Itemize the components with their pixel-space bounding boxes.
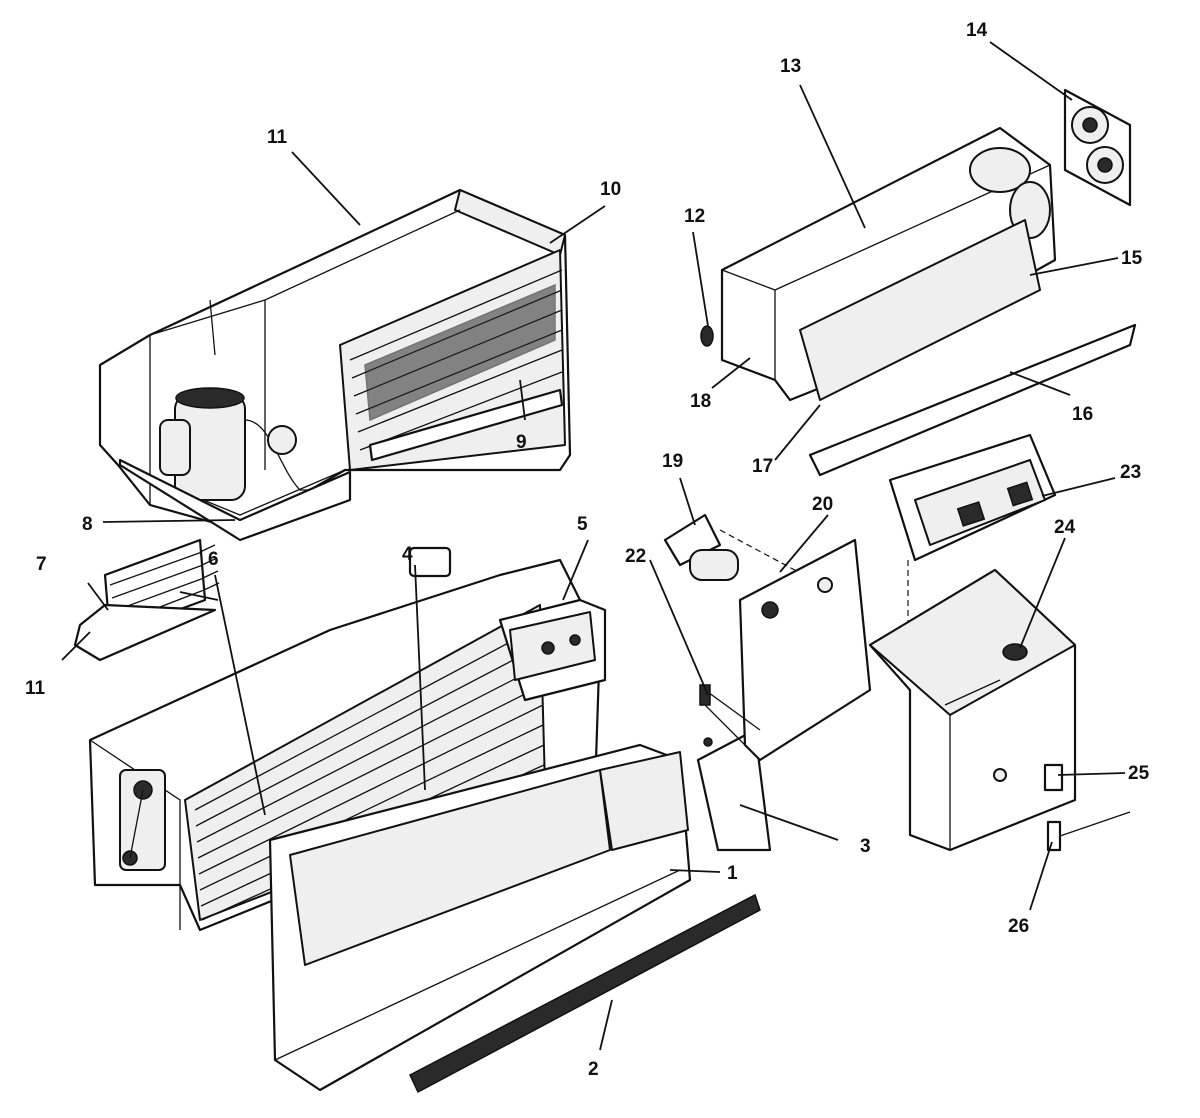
- part-number-label: 5: [577, 514, 588, 535]
- callout-9: 9: [516, 432, 527, 453]
- part-number-label: 16: [1072, 404, 1093, 425]
- callout-12: 12: [684, 206, 705, 227]
- part-number-label: 8: [82, 514, 93, 535]
- blower-wheel-insulation: [799, 219, 1041, 401]
- callout-4: 4: [402, 544, 413, 565]
- callout-7: 7: [36, 554, 47, 575]
- air-deflector: [696, 728, 772, 852]
- part-number-label: 17: [752, 456, 773, 477]
- part-number-label: 12: [684, 206, 705, 227]
- callout-10: 10: [600, 179, 621, 200]
- callout-6: 6: [208, 549, 219, 570]
- callout-3: 3: [860, 836, 871, 857]
- part-number-label: 26: [1008, 916, 1029, 937]
- part-number-label: 4: [402, 544, 413, 565]
- callout-11-left: 11: [25, 678, 46, 699]
- part-number-label: 7: [36, 554, 47, 575]
- part-number-label: 22: [625, 546, 646, 567]
- callout-17: 17: [752, 456, 773, 477]
- part-number-label: 20: [812, 494, 833, 515]
- part-number-label: 13: [780, 56, 801, 77]
- part-number-label: 23: [1120, 462, 1141, 483]
- leader-lines: [61, 41, 1126, 1051]
- part-number-label: 1: [727, 863, 738, 884]
- ground-strap: [699, 684, 711, 706]
- control-mounting-panel: [699, 538, 872, 762]
- mounting-clip-lower: [1046, 811, 1131, 852]
- part-number-label: 15: [1121, 248, 1143, 269]
- control-panel-cover: [888, 433, 1057, 640]
- part-number-label: 19: [662, 451, 683, 472]
- front-panel: [268, 743, 692, 1092]
- part-number-label: 9: [516, 432, 527, 453]
- part-number-label: 14: [966, 20, 988, 41]
- callout-19: 19: [662, 451, 683, 472]
- callout-24: 24: [1054, 517, 1076, 538]
- part-number-label: 25: [1128, 763, 1150, 784]
- heater-bracket: [73, 603, 217, 662]
- callout-11-top: 11: [267, 127, 288, 148]
- base-pan: [118, 458, 352, 542]
- part-number-label: 6: [208, 549, 219, 570]
- part-number-label: 3: [860, 836, 871, 857]
- electrical-control-box: [868, 568, 1077, 852]
- callout-25: 25: [1128, 763, 1150, 784]
- callout-14: 14: [966, 20, 988, 41]
- mounting-plate: [1063, 88, 1132, 207]
- part-number-label: 11: [25, 678, 46, 699]
- blower-scroll-channel: [808, 323, 1137, 477]
- mounting-clip-upper: [1043, 763, 1064, 792]
- callout-2: 2: [588, 1059, 599, 1080]
- callout-18: 18: [690, 391, 711, 412]
- control-box: [498, 598, 607, 702]
- part-number-label: 18: [690, 391, 711, 412]
- callout-15: 15: [1121, 248, 1143, 269]
- callout-16: 16: [1072, 404, 1093, 425]
- callout-13: 13: [780, 56, 801, 77]
- part-number-label: 2: [588, 1059, 599, 1080]
- callout-23: 23: [1120, 462, 1141, 483]
- callout-8: 8: [82, 514, 93, 535]
- part-number-label: 10: [600, 179, 621, 200]
- callout-20: 20: [812, 494, 833, 515]
- callout-26: 26: [1008, 916, 1029, 937]
- mounting-bushing: [700, 325, 714, 347]
- callout-22: 22: [625, 546, 646, 567]
- discharge-grille: [409, 893, 761, 1094]
- callout-1: 1: [727, 863, 738, 884]
- callout-5: 5: [577, 514, 588, 535]
- part-number-label: 24: [1054, 517, 1076, 538]
- drain-channel: [368, 388, 564, 462]
- part-number-label: 11: [267, 127, 288, 148]
